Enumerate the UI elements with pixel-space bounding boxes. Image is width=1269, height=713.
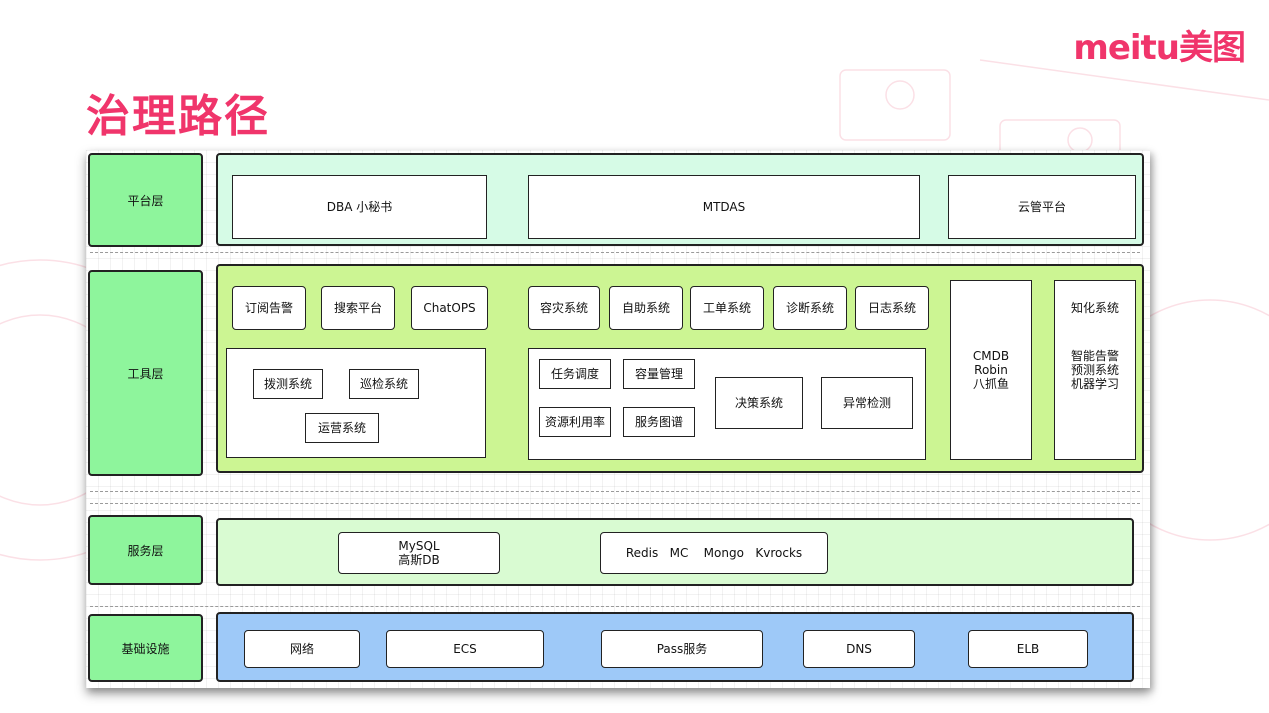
knowledge-title: 知化系统	[1070, 301, 1119, 315]
tool-item: 巡检系统	[349, 369, 419, 399]
tool-item: 日志系统	[855, 286, 929, 330]
layer-label-infra: 基础设施	[88, 614, 203, 682]
cmdb-box: CMDB Robin 八抓鱼	[950, 280, 1032, 460]
meitu-logo: meitu美图	[1073, 28, 1246, 68]
platform-panel: DBA 小秘书 MTDAS 云管平台	[216, 153, 1144, 246]
layer-label-platform: 平台层	[88, 153, 203, 247]
infra-panel: 网络 ECS Pass服务 DNS ELB	[216, 612, 1134, 682]
service-item: MySQL 高斯DB	[338, 532, 500, 574]
platform-item: 云管平台	[948, 175, 1136, 239]
infra-item: ECS	[386, 630, 544, 668]
layer-label-tools: 工具层	[88, 270, 203, 476]
page-title: 治理路径	[86, 91, 270, 142]
platform-item: DBA 小秘书	[232, 175, 487, 239]
tool-item: 服务图谱	[623, 407, 695, 437]
tools-left-group: 拨测系统 巡检系统 运营系统	[226, 348, 486, 458]
tool-item: 决策系统	[715, 377, 803, 429]
layer-label-service: 服务层	[88, 515, 203, 585]
infra-item: ELB	[968, 630, 1088, 668]
tool-item: 运营系统	[305, 413, 379, 443]
tool-item: 诊断系统	[773, 286, 847, 330]
tools-panel: 订阅告警 搜索平台 ChatOPS 容灾系统 自助系统 工单系统 诊断系统 日志…	[216, 264, 1144, 473]
tool-item: 容灾系统	[528, 286, 600, 330]
tool-item: 搜索平台	[321, 286, 395, 330]
layer-separator	[90, 491, 1140, 492]
tool-item: 资源利用率	[539, 407, 611, 437]
architecture-diagram: 平台层 DBA 小秘书 MTDAS 云管平台 工具层 订阅告警 搜索平台 Cha…	[86, 150, 1150, 688]
tool-item: 异常检测	[821, 377, 913, 429]
tool-item: 容量管理	[623, 359, 695, 389]
knowledge-box: 知化系统 智能告警 预测系统 机器学习	[1054, 280, 1136, 460]
tool-item: 订阅告警	[232, 286, 306, 330]
tools-mid-group: 任务调度 容量管理 资源利用率 服务图谱 决策系统 异常检测	[528, 348, 926, 460]
tool-item: 拨测系统	[253, 369, 323, 399]
infra-item: Pass服务	[601, 630, 763, 668]
tool-item: 自助系统	[609, 286, 683, 330]
tool-item: ChatOPS	[411, 286, 488, 330]
service-item: Redis MC Mongo Kvrocks	[600, 532, 828, 574]
layer-separator	[90, 252, 1140, 253]
layer-separator	[90, 503, 1140, 504]
tool-item: 任务调度	[539, 359, 611, 389]
platform-item: MTDAS	[528, 175, 920, 239]
knowledge-items: 智能告警 预测系统 机器学习	[1070, 349, 1119, 391]
infra-item: DNS	[803, 630, 915, 668]
infra-item: 网络	[244, 630, 360, 668]
tool-item: 工单系统	[690, 286, 764, 330]
layer-separator	[90, 606, 1140, 607]
service-panel: MySQL 高斯DB Redis MC Mongo Kvrocks	[216, 518, 1134, 586]
